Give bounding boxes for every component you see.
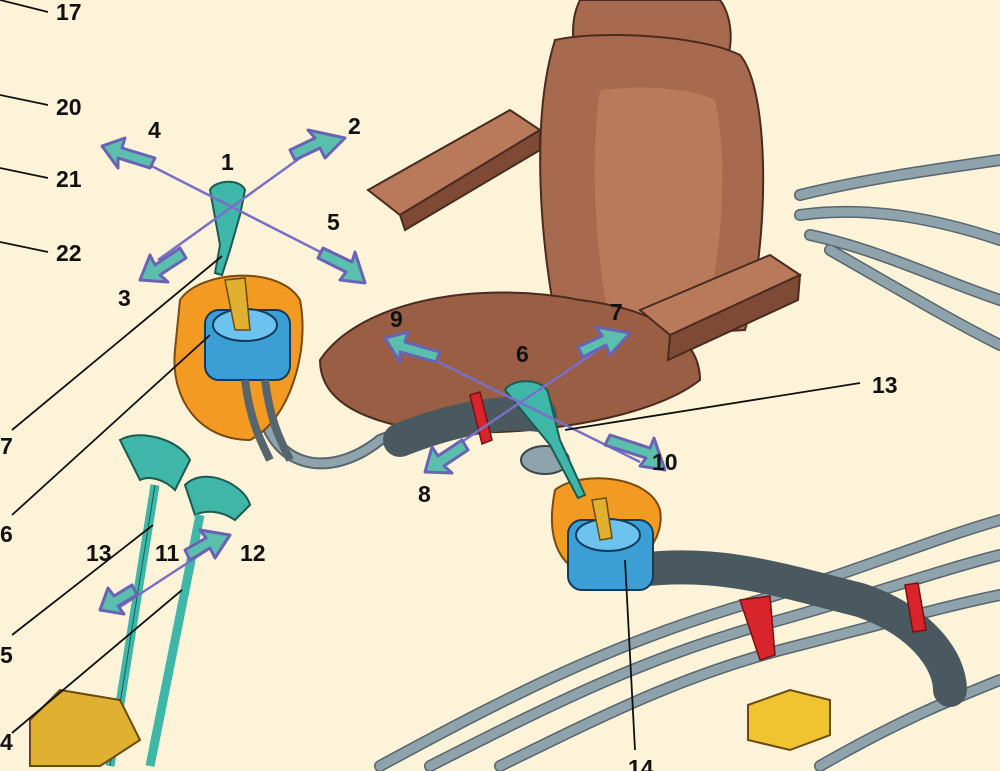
right-joystick xyxy=(503,380,662,591)
direction-arrows xyxy=(98,128,667,616)
sensor-block xyxy=(747,688,831,752)
red-strap xyxy=(469,391,927,661)
label-22: 22 xyxy=(56,240,82,266)
label-8: 8 xyxy=(418,481,431,507)
arrow-icon xyxy=(603,433,667,472)
arrow-icon xyxy=(183,528,232,562)
arrow-icon xyxy=(383,330,442,364)
label-5: 5 xyxy=(327,209,340,235)
left-joystick xyxy=(173,180,304,462)
label-3: 3 xyxy=(118,285,131,311)
label-left-5: 5 xyxy=(0,642,13,668)
callout-labels: 17 20 21 22 4 1 2 5 3 7 6 5 4 13 11 12 9… xyxy=(0,0,898,771)
label-11: 11 xyxy=(155,540,180,566)
label-10: 10 xyxy=(652,449,678,475)
arrow-icon xyxy=(138,246,188,284)
label-4: 4 xyxy=(148,117,161,143)
label-13: 13 xyxy=(872,372,898,398)
label-2: 2 xyxy=(348,113,361,139)
arrow-icon xyxy=(423,438,470,475)
arrow-icon xyxy=(288,128,347,162)
travel-levers xyxy=(29,434,252,767)
label-left-4: 4 xyxy=(0,729,13,755)
arrow-icon xyxy=(98,583,139,616)
label-20: 20 xyxy=(56,94,82,120)
label-6: 6 xyxy=(516,341,529,367)
arrow-icon xyxy=(100,136,157,170)
leader-lines xyxy=(0,0,861,751)
arrow-icon xyxy=(316,246,367,285)
label-1: 1 xyxy=(221,149,234,175)
label-21: 21 xyxy=(56,166,82,192)
label-13-left: 13 xyxy=(86,540,112,566)
arrow-icon xyxy=(576,325,632,359)
label-12: 12 xyxy=(240,540,266,566)
label-left-6: 6 xyxy=(0,521,13,547)
label-left-7: 7 xyxy=(0,433,13,459)
label-9: 9 xyxy=(390,306,403,332)
label-7: 7 xyxy=(610,299,623,325)
label-14: 14 xyxy=(628,755,654,771)
label-17: 17 xyxy=(56,0,82,25)
